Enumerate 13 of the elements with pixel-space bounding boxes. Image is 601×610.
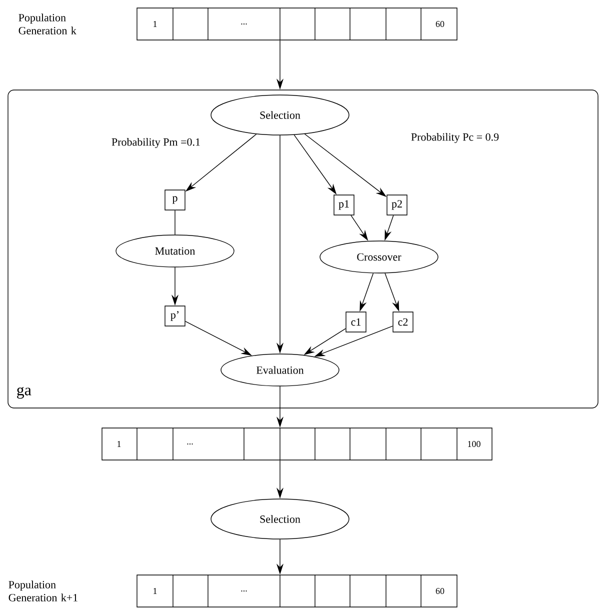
individual-box: p <box>164 190 186 210</box>
individual-box: p’ <box>164 306 186 326</box>
individual-box: p1 <box>334 194 354 216</box>
edge-label: Probability Pm =0.1 <box>110 137 202 149</box>
array-bar: 1 ... 100 <box>102 428 492 460</box>
individual-box: c2 <box>392 312 414 332</box>
individual-box: c1 <box>346 312 366 332</box>
array-bar: 1 ... 60 <box>136 574 458 608</box>
individual-box: p2 <box>386 194 408 216</box>
text-label: Population Generation k+1 <box>8 580 78 602</box>
text-label: Probability Pc = 0.9 <box>410 132 500 144</box>
text-label: Population Generation k <box>18 14 76 34</box>
array-bar: 1 ... 60 <box>136 8 458 40</box>
